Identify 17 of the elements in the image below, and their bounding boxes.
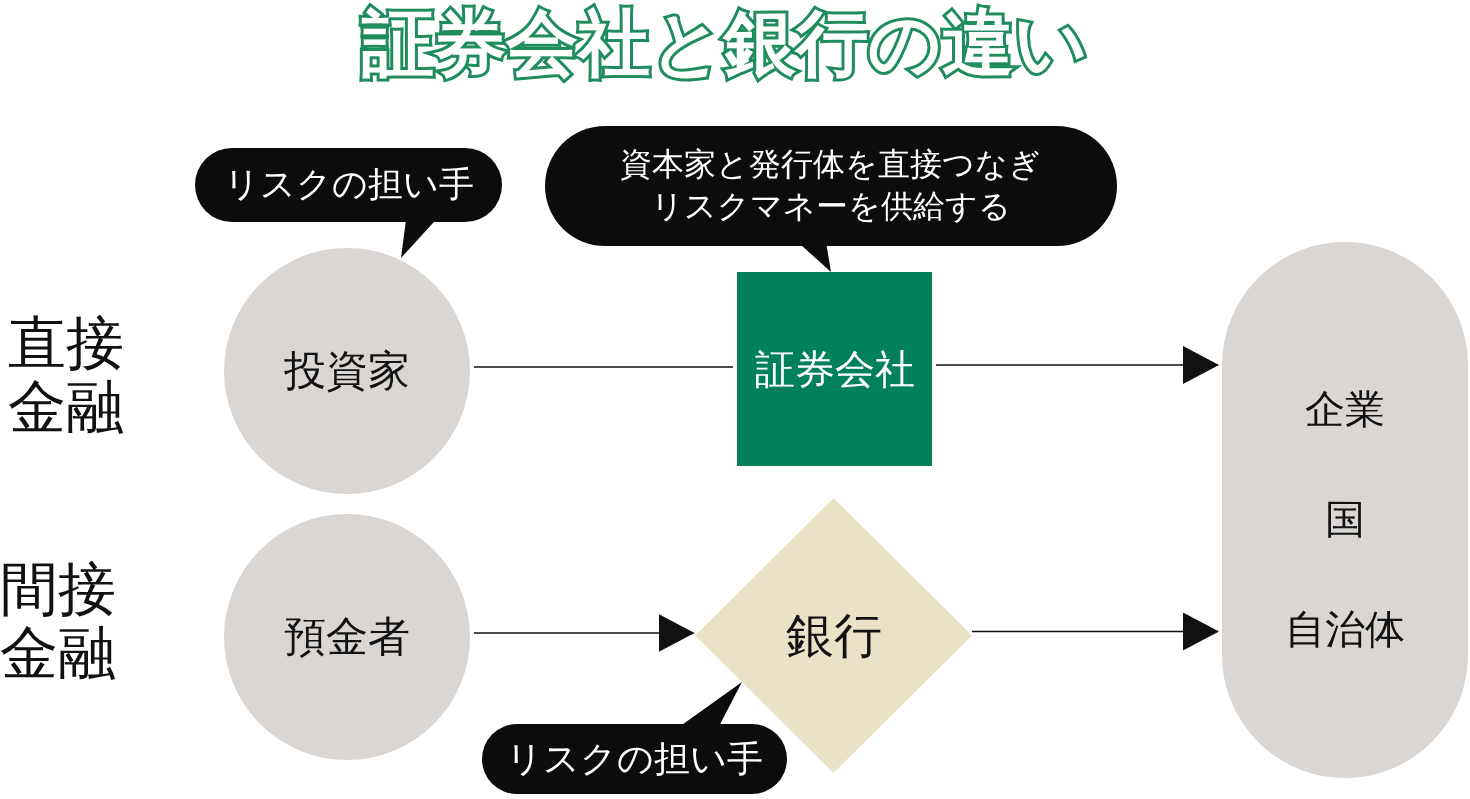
node-text: 企業 xyxy=(1305,385,1385,433)
node-text: 国 xyxy=(1325,495,1365,543)
node-text: 自治体 xyxy=(1285,605,1405,653)
node-text: 証券会社 xyxy=(754,345,915,393)
node-text: 投資家 xyxy=(284,345,410,397)
bubble-text: 資本家と発行体を直接つなぎリスクマネーを供給する xyxy=(619,144,1043,227)
square-node xyxy=(737,272,932,466)
arrow xyxy=(971,612,1219,651)
node-text: 銀行 xyxy=(785,606,882,665)
connector-line xyxy=(473,366,734,368)
row-label: 直接金融 xyxy=(8,312,124,440)
bubble-text: リスクの担い手 xyxy=(223,163,474,207)
bubble-text: リスクの担い手 xyxy=(506,736,763,781)
arrow xyxy=(935,346,1219,384)
node-text: 預金者 xyxy=(284,611,410,663)
row-label: 間接金融 xyxy=(0,558,116,686)
arrow xyxy=(473,614,695,652)
